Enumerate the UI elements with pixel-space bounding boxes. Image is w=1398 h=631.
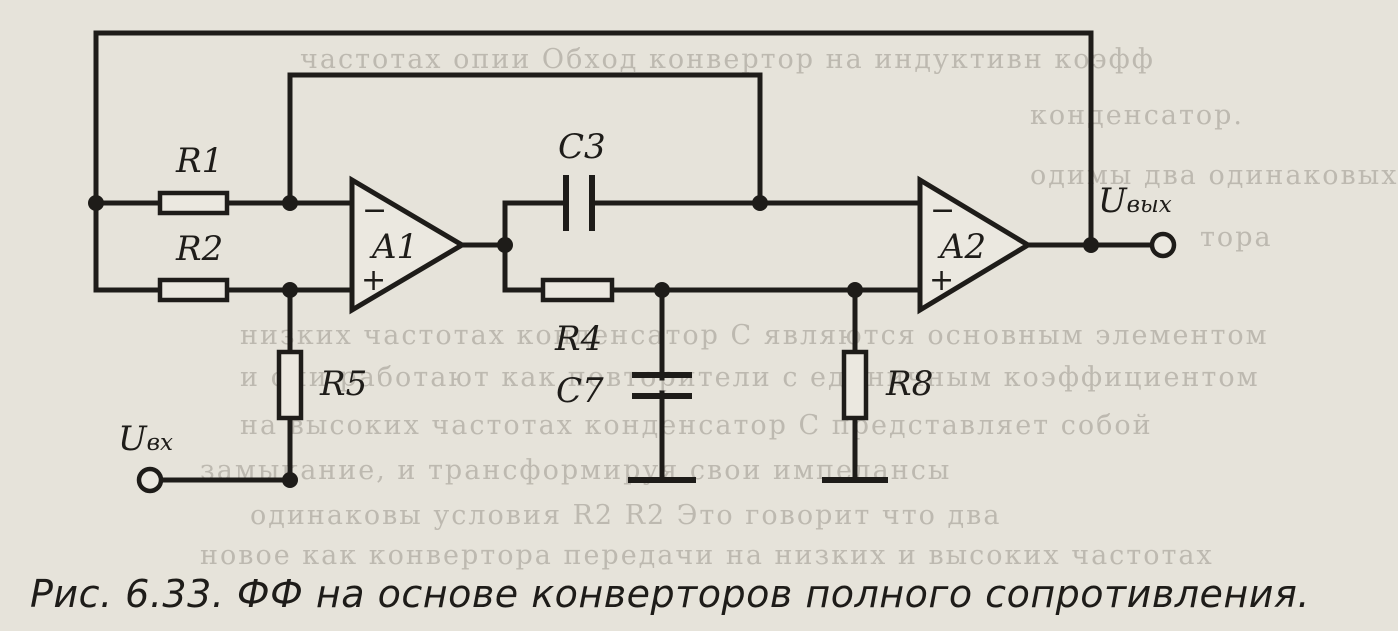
capacitor-c3 xyxy=(563,175,595,231)
a1-minus-sign: − xyxy=(362,193,387,228)
resistor-r5 xyxy=(276,349,304,421)
a2-minus-sign: − xyxy=(930,193,955,228)
junction-node xyxy=(497,237,513,253)
a1-plus-sign: + xyxy=(361,263,386,298)
resistor-r4 xyxy=(540,277,615,303)
label-uout-main: U xyxy=(1098,181,1128,221)
label-uin-main: U xyxy=(118,419,148,459)
capacitor-c7 xyxy=(632,372,692,399)
junction-node xyxy=(1083,237,1099,253)
label-c7: C7 xyxy=(556,371,604,411)
a1-out-to-c3-wire xyxy=(502,200,566,248)
a2-plus-sign: + xyxy=(929,263,954,298)
label-uout: Uвых xyxy=(1098,181,1172,221)
circuit-schematic: − + − + R1 R2 R4 R5 R8 C3 C7 A1 A2 Uвх xyxy=(88,30,1177,494)
output-terminal xyxy=(1149,231,1177,259)
resistor-r8 xyxy=(841,349,869,421)
label-a2: A2 xyxy=(937,227,986,267)
junction-node xyxy=(752,195,768,211)
figure-caption: Рис. 6.33. ФФ на основе конверторов полн… xyxy=(30,572,1310,616)
label-c3: C3 xyxy=(558,127,606,167)
label-a1: A1 xyxy=(369,227,418,267)
outer-feedback-wire xyxy=(93,30,1094,248)
figure-page: частотах опии Обход конвертор на индукти… xyxy=(30,30,1397,616)
inner-feedback-wire xyxy=(287,72,763,206)
label-r8: R8 xyxy=(885,364,933,404)
junction-node xyxy=(88,195,104,211)
label-uin: Uвх xyxy=(118,419,173,459)
label-r1: R1 xyxy=(175,141,223,181)
label-uout-sub: вых xyxy=(1127,192,1172,218)
input-terminal xyxy=(136,466,164,494)
opamp-a1 xyxy=(349,175,467,315)
junction-node xyxy=(847,282,863,298)
opamp-a2 xyxy=(917,175,1033,315)
a1-out-to-r4-wire xyxy=(502,242,546,293)
resistor-r2 xyxy=(157,277,230,303)
junction-node xyxy=(282,195,298,211)
junction-node xyxy=(282,472,298,488)
resistor-r1 xyxy=(157,190,230,216)
junction-node xyxy=(282,282,298,298)
junction-nodes xyxy=(88,195,1099,488)
junction-node xyxy=(654,282,670,298)
label-uin-sub: вх xyxy=(147,430,173,456)
label-r5: R5 xyxy=(319,364,367,404)
label-r2: R2 xyxy=(175,229,223,269)
label-r4: R4 xyxy=(554,319,602,359)
